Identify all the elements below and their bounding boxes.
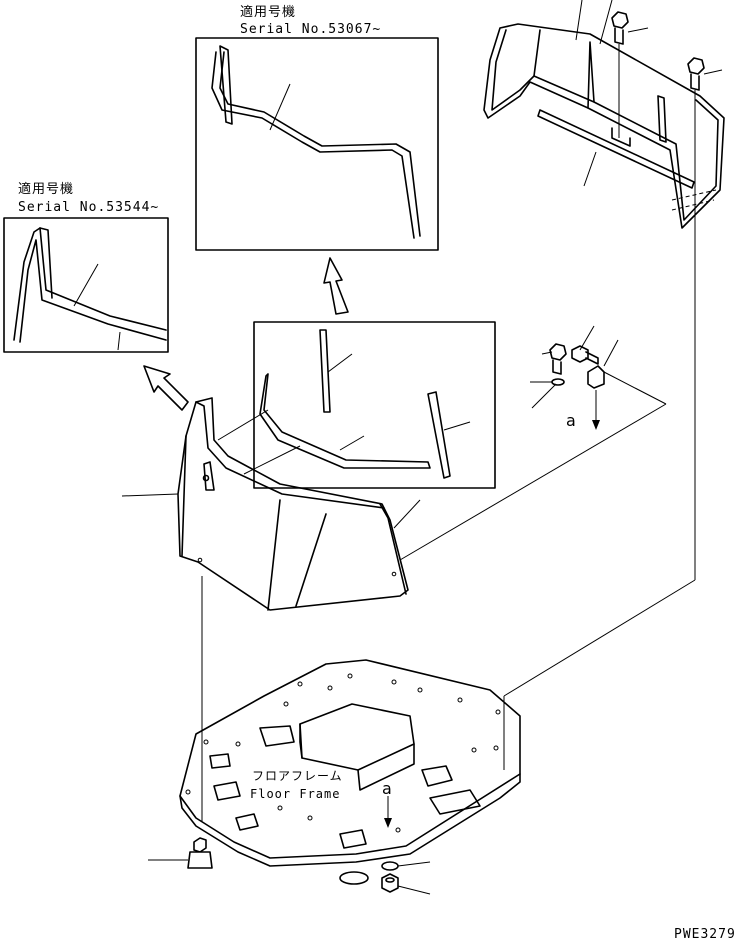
- washer-center: [551, 378, 565, 386]
- floor-hole-1: [259, 725, 295, 747]
- bolt-center-1-shank: [552, 359, 562, 375]
- floor-frame-label-en: Floor Frame: [250, 787, 340, 801]
- leader-front-to-seal-3: [393, 499, 421, 529]
- cover-edge-b-tick: [117, 331, 121, 351]
- floor-frame-top: [179, 659, 521, 859]
- cover-edge-b-top: [39, 227, 53, 299]
- front-cover-top-edge: [195, 401, 385, 509]
- bolt-group-center: a: [399, 325, 667, 561]
- front-cover-folds: [267, 499, 327, 611]
- leader-seal-2: [339, 435, 365, 451]
- rear-cover-hidden-lines: [671, 189, 717, 211]
- arrow-a-head: [592, 420, 600, 430]
- front-cover-outline: [177, 397, 409, 611]
- nut-bottom: [381, 873, 431, 895]
- arrow-to-detail-a: [323, 257, 349, 315]
- weather-strip-a-outer: [211, 51, 415, 239]
- serial-b-number: Serial No.53544~: [18, 200, 159, 215]
- floor-drain: [339, 871, 369, 885]
- rear-cover-folds: [533, 29, 595, 109]
- seal-strip-right: [427, 391, 451, 479]
- leader-clip: [603, 339, 619, 367]
- floor-box-side: [357, 743, 415, 791]
- marker-a-upper: a: [566, 411, 576, 430]
- bolt-bottom-left: [148, 837, 213, 869]
- leader-rear-1: [575, 0, 583, 41]
- rear-bracket: [611, 127, 631, 147]
- weather-strip-a-inner: [219, 51, 421, 237]
- arrow-a2-head: [384, 818, 392, 828]
- rear-cover-outline: [483, 23, 725, 229]
- strip-end-a: [219, 45, 233, 125]
- bolt-center-1: [549, 343, 567, 361]
- leader-seal-3: [443, 421, 471, 431]
- leader-washer-b: [531, 383, 557, 409]
- leader-b: [73, 263, 99, 307]
- cover-edge-b-inner: [19, 239, 167, 343]
- rear-cover-top: [483, 0, 725, 229]
- leader-rear-2: [599, 0, 613, 45]
- serial-a-number: Serial No.53067~: [240, 22, 381, 37]
- leader-to-cover-b: [399, 403, 667, 561]
- marker-a-lower: a: [382, 779, 392, 798]
- bolt-rear-left: [611, 11, 649, 138]
- leader-a: [269, 83, 291, 131]
- floor-box-left: [299, 723, 303, 759]
- arrow-to-detail-b: [143, 365, 189, 411]
- leader-front-to-seal-2: [243, 445, 301, 475]
- rear-cover-inner: [491, 29, 719, 221]
- connect-rear-to-floor-1: [503, 579, 696, 697]
- floor-frame-label-jp: フロアフレーム: [252, 769, 343, 783]
- rear-seal-strip: [537, 109, 695, 189]
- front-cover-hole: [202, 474, 210, 482]
- seal-box-frame: [253, 321, 496, 489]
- front-cover-hole-3: [391, 571, 397, 577]
- floor-hole-4: [339, 829, 367, 849]
- detail-box-b-frame: [3, 217, 169, 353]
- serial-a-prefix: 適用号機: [240, 4, 296, 20]
- detail-box-serial-53544: 適用号機 Serial No.53544~: [3, 181, 169, 353]
- clip-bracket: [587, 365, 605, 389]
- floor-plate: [429, 789, 481, 815]
- washer-bottom: [381, 861, 431, 871]
- leader-front-cover: [121, 493, 179, 497]
- serial-b-prefix: 適用号機: [18, 181, 74, 197]
- leader-bolt-center-1: [541, 351, 553, 355]
- seal-strip-left: [319, 329, 331, 413]
- leader-front-to-seal-1: [217, 409, 269, 441]
- front-cover-left-edge: [181, 435, 187, 557]
- floor-hole-6: [235, 813, 259, 831]
- floor-hole-5: [209, 753, 231, 769]
- seal-strip-main: [259, 373, 431, 469]
- rear-cover-rib: [657, 95, 667, 143]
- front-cover-right-fold: [379, 503, 407, 595]
- floor-box-top: [299, 703, 415, 771]
- front-cover-bracket: [203, 461, 215, 491]
- leader-seal-1: [327, 353, 353, 373]
- detail-box-a-frame: [195, 37, 439, 251]
- leader-to-cover-a: [603, 371, 667, 405]
- floor-hole-3: [213, 781, 241, 801]
- seal-detail-box: [253, 321, 496, 489]
- floor-holes-small: [185, 673, 501, 833]
- floor-frame-edge: [179, 773, 521, 867]
- floor-frame: フロアフレーム Floor Frame a: [179, 659, 521, 885]
- bolt-rear-right: [687, 57, 723, 580]
- detail-box-serial-53067: 適用号機 Serial No.53067~: [195, 4, 439, 251]
- bolt-center-2-shank: [585, 351, 599, 365]
- floor-hole-2: [421, 765, 453, 787]
- front-cover: [121, 397, 421, 611]
- leader-bolt-center-2: [579, 325, 595, 351]
- bolt-center-2: [571, 345, 589, 363]
- drawing-code: PWE3279: [674, 927, 736, 942]
- leader-rear-3: [583, 151, 597, 187]
- front-cover-hole-2: [197, 557, 203, 563]
